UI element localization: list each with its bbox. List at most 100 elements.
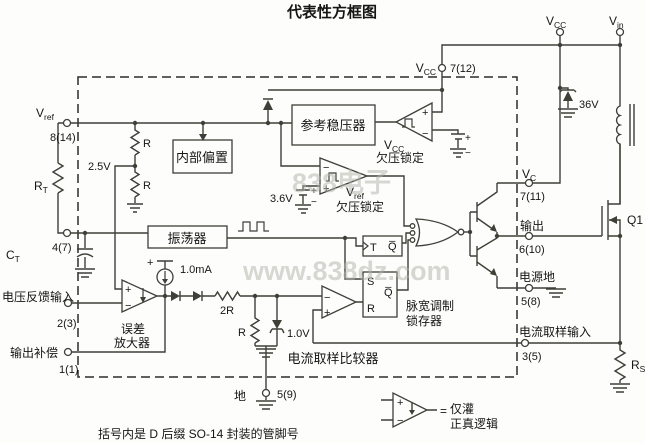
lower-npn [476, 236, 498, 288]
vcc-uvlo-threshold-battery [432, 129, 466, 158]
legend-equals: = [440, 404, 447, 418]
vcc-uvlo-label1: VCC [384, 138, 404, 154]
gnd-pin [261, 388, 271, 398]
vref-uvlo-comparator [319, 157, 369, 195]
ct-label: CT [6, 248, 20, 264]
error-amplifier [121, 278, 159, 314]
comp-pin-label: 输出补偿 [10, 345, 58, 360]
rt-resistor [51, 123, 148, 234]
comp-pin [63, 347, 73, 357]
vref-pin [62, 118, 72, 128]
hysteresis-icon [402, 118, 415, 128]
error-amp-label2: 放大器 [114, 335, 150, 350]
comp-pin-number: 1(1) [59, 364, 79, 376]
v1-label: 1.0V [287, 328, 310, 340]
vfb-pin-label: 电压反馈输入 [2, 289, 74, 304]
q1-label: Q1 [627, 213, 643, 227]
transformer-winding [615, 45, 635, 204]
oscillator-output-wire [227, 237, 363, 280]
diode-icon [193, 291, 202, 301]
vcc-pin [437, 63, 447, 73]
pwm-latch-block [362, 271, 398, 318]
v2-5-label: 2.5V [88, 161, 111, 173]
vcc-vin-rail-wire [441, 36, 621, 64]
oscillator-label: 振荡器 [167, 231, 206, 246]
r2-label: 2R [220, 305, 234, 317]
vc-riser-wire [533, 45, 561, 184]
vfb-pin-number: 2(3) [57, 318, 77, 330]
minus-sign: − [125, 300, 131, 312]
vcc-top-pin [555, 27, 565, 37]
output-pin-label: 输出 [520, 218, 544, 233]
vref-uvlo-label2: 欠压锁定 [336, 199, 384, 214]
current-sense-comparator [321, 284, 358, 320]
q1-body-arrow [609, 216, 617, 224]
lower-npn-emitter-arrow [490, 268, 497, 276]
i1-label: 1.0mA [180, 264, 212, 276]
plus-sign: + [397, 397, 403, 409]
right-pin-wires [497, 182, 602, 298]
gnd-pin-number: 5(9) [277, 389, 297, 401]
minus-sign: − [397, 415, 403, 427]
nor-input-bubble [409, 223, 416, 229]
rtct-pin-number: 4(7) [52, 242, 72, 254]
latch-r-label: R [367, 303, 375, 315]
watermark-brand: 838电子 [292, 168, 391, 198]
vc-pin-label: VC [522, 167, 536, 183]
hysteresis-icon [326, 172, 339, 182]
source-plus: + [147, 257, 153, 269]
current-sense-wire-rs [313, 342, 630, 393]
nor-input-bubble [409, 230, 416, 236]
vcc-pin-label: VCC [416, 61, 436, 77]
vref-uvlo-threshold-battery [295, 185, 320, 214]
ct-capacitor [75, 233, 95, 278]
reference-regulator-label: 参考稳压器 [300, 118, 365, 133]
minus-sign: − [324, 292, 330, 304]
r-divider-bottom-label: R [143, 180, 151, 192]
latch-s-label: S [367, 276, 374, 288]
pwr-gnd-pin [524, 283, 534, 293]
rs-label: RS [631, 358, 645, 374]
vfb-pin [63, 298, 73, 308]
minus-sign: − [422, 128, 428, 140]
latch-q-label: Q̅ [384, 287, 393, 299]
vcc-uvlo-label2: 欠压锁定 [376, 150, 424, 165]
error-amp-label1: 误差 [121, 322, 145, 336]
vcc-pin-number: 7(12) [450, 63, 476, 75]
upper-npn-emitter-arrow [490, 224, 497, 232]
cs-comparator-label: 电流取样比较器 [287, 351, 378, 366]
gnd-pin-label: 地 [234, 389, 246, 403]
vref-uvlo-label1: Vref [346, 185, 365, 201]
cs-pin-number: 3(5) [522, 351, 542, 363]
zener-36v-triangle [563, 91, 573, 101]
current-source [156, 268, 174, 286]
plus-sign: + [422, 107, 428, 119]
legend-line2: 正真逻辑 [450, 417, 498, 431]
page-title: 代表性方框图 [286, 3, 377, 21]
watermark-url: www.838dz.com [242, 256, 451, 286]
battery-plus: + [311, 186, 317, 197]
output-pin-number: 6(10) [519, 244, 545, 256]
rtct-pin [62, 228, 72, 238]
pwr-gnd-pin-number: 5(8) [521, 296, 541, 308]
junction-dots [82, 42, 623, 346]
legend-sink-arrowhead [409, 410, 415, 415]
pin-circles [62, 27, 625, 398]
tff-q-label: Q̅ [388, 241, 397, 253]
nor-input-bubble [409, 237, 416, 243]
sink-arrowhead [140, 297, 146, 303]
reference-divider [127, 123, 143, 213]
ic-boundary [77, 76, 518, 378]
battery-minus: − [465, 148, 471, 159]
vref-uvlo-sense-wire [280, 123, 320, 167]
toggle-flipflop-block [362, 235, 403, 257]
ground-pin-wire [255, 345, 277, 410]
plus-sign: + [323, 183, 329, 195]
minus-sign: − [323, 162, 329, 174]
zener-1v-triangle [272, 320, 282, 329]
cs-comparator-wires [312, 301, 363, 343]
diode-icon [171, 291, 180, 301]
cs-pin-label: 电流取样输入 [519, 324, 591, 339]
oscillator-block [147, 225, 228, 249]
